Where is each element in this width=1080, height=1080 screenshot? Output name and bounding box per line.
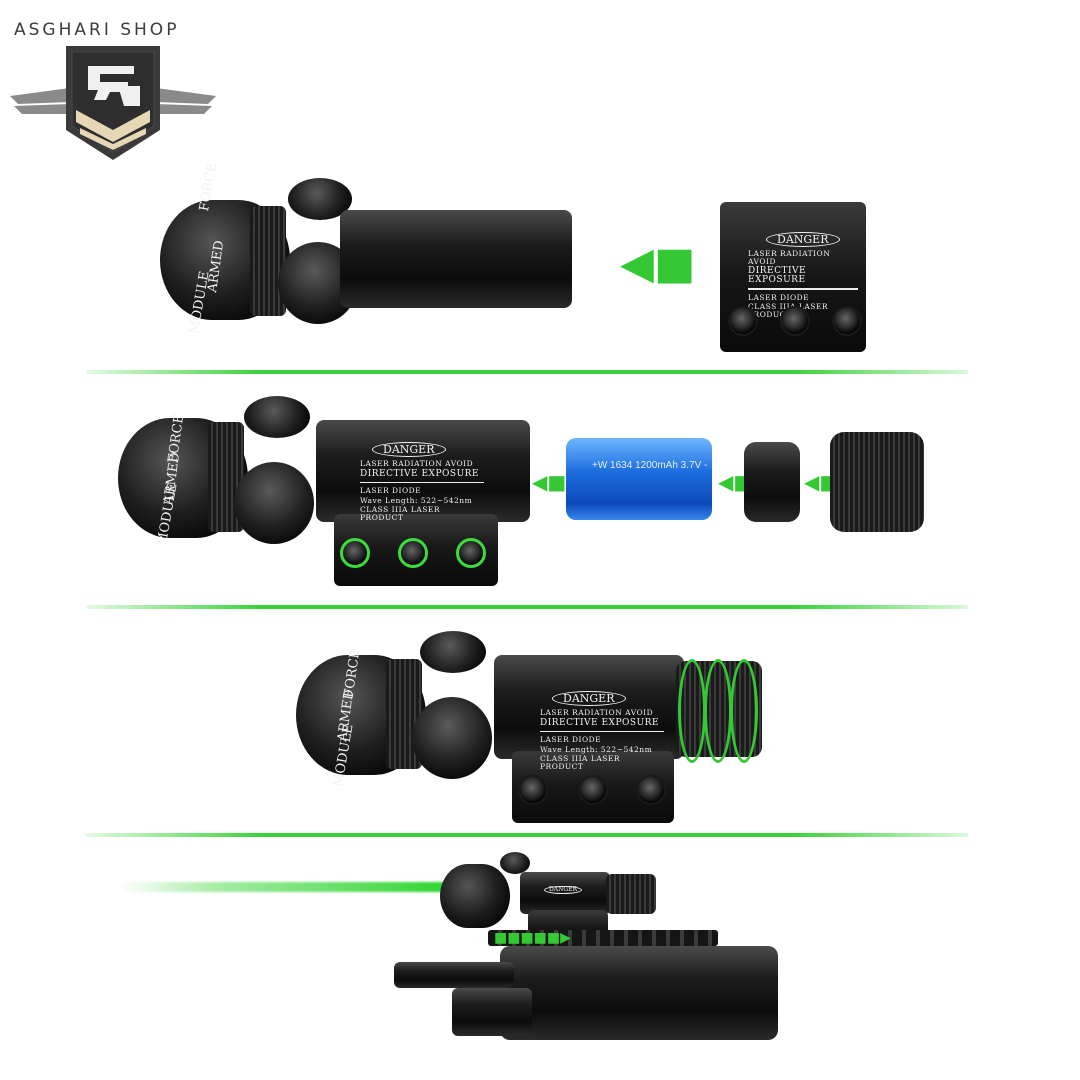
- arrow-right-icon: ■■■■■▶: [494, 930, 571, 946]
- laser-head: [440, 864, 510, 928]
- mount-screw: [518, 775, 548, 805]
- label-rule: [360, 481, 484, 483]
- tube-label: DANGER LASER RADIATION AVOID DIRECTIVE E…: [360, 440, 484, 521]
- danger-badge: DANGER: [766, 232, 840, 247]
- label-line-5: CLASS IIIA LASER PRODUCT: [540, 754, 621, 771]
- rifle-lower-mount: [452, 988, 532, 1036]
- danger-badge: DANGER: [544, 886, 583, 894]
- rotating-cap: [606, 874, 656, 914]
- top-knob: [244, 396, 310, 438]
- label-line-2: DIRECTIVE EXPOSURE: [748, 266, 807, 285]
- mount-screw: [832, 306, 862, 336]
- battery: +W 1634 1200mAh 3.7V -: [566, 438, 712, 520]
- brand-name: ASGHARI SHOP: [14, 20, 180, 40]
- mount-screw: [780, 306, 810, 336]
- arrow-left-icon: ◀■: [532, 470, 567, 494]
- panel-2: FORCE ARMED MODULE DANGER LASER RADIATIO…: [0, 390, 1080, 600]
- mount-label: DANGER LASER RADIATION AVOID DIRECTIVE E…: [748, 230, 858, 318]
- danger-badge: DANGER: [552, 691, 626, 706]
- rifle-barrel: [394, 962, 514, 988]
- laser-tube: [340, 210, 572, 308]
- mount-screw: [398, 538, 428, 568]
- arrow-left-icon: ◀■: [620, 238, 696, 289]
- mount-screw: [456, 538, 486, 568]
- label-line-3: LASER DIODE: [540, 735, 602, 744]
- mount-screw: [636, 775, 666, 805]
- top-knob: [500, 852, 530, 874]
- shop-logo: [10, 46, 216, 160]
- panel-3: FORCE ARMED MODULE DANGER LASER RADIATIO…: [0, 625, 1080, 825]
- mount-screw: [578, 775, 608, 805]
- battery-spacer: [744, 442, 800, 522]
- end-cap: [830, 432, 924, 532]
- label-line-3: LASER DIODE: [748, 292, 810, 302]
- laser-tube: [316, 420, 530, 522]
- label-line-1: LASER RADIATION AVOID: [360, 459, 474, 468]
- panel-4: DANGER ■■■■■▶: [0, 850, 1080, 1060]
- side-knob: [412, 697, 492, 779]
- danger-badge: DANGER: [372, 442, 446, 457]
- section-divider: [86, 370, 968, 374]
- label-line-2: DIRECTIVE EXPOSURE: [540, 717, 659, 728]
- label-rule: [748, 288, 858, 290]
- label-line-2: DIRECTIVE EXPOSURE: [360, 468, 479, 479]
- rifle-handguard: [500, 946, 778, 1040]
- section-divider: [86, 605, 968, 609]
- top-knob: [420, 631, 486, 673]
- picatinny-rail: [488, 930, 718, 946]
- label-line-3: LASER DIODE: [360, 486, 422, 495]
- mount-screw: [340, 538, 370, 568]
- battery-text: +W 1634 1200mAh 3.7V -: [592, 460, 708, 471]
- label-line-1: LASER RADIATION AVOID: [748, 249, 831, 266]
- tube-label: DANGER LASER RADIATION AVOID DIRECTIVE E…: [540, 689, 664, 770]
- tube-label: DANGER: [544, 878, 583, 894]
- mount-screw: [728, 306, 758, 336]
- label-line-1: LASER RADIATION AVOID: [540, 708, 654, 717]
- label-line-4: Wave Length: 522~542nm: [360, 495, 473, 505]
- laser-beam: [120, 882, 450, 892]
- section-divider: [86, 833, 968, 837]
- label-rule: [540, 730, 664, 732]
- label-line-5: CLASS IIIA LASER PRODUCT: [360, 505, 441, 522]
- laser-tube: [494, 655, 684, 759]
- rotate-arrows-icon: [676, 659, 762, 763]
- label-line-4: Wave Length: 522~542nm: [540, 744, 653, 754]
- side-knob: [234, 462, 314, 544]
- panel-1: FORCE ARMED MODULE ◀■ DANGER LASER RADIA…: [0, 162, 1080, 360]
